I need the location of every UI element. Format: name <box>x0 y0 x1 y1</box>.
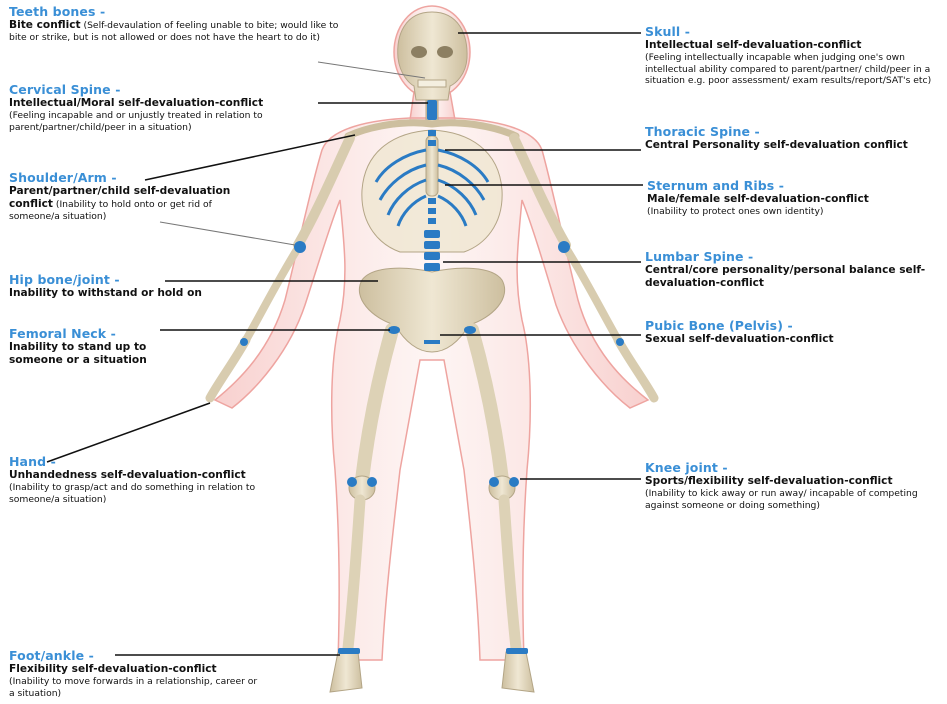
sternum-head: Male/female self-devaluation-conflict <box>647 193 937 206</box>
teeth-head: Bite conflict <box>9 19 81 31</box>
label-lumbar-spine: Lumbar Spine - Central/core personality/… <box>645 249 945 290</box>
femoral-title: Femoral Neck - <box>9 326 184 341</box>
cervical-title: Cervical Spine - <box>9 82 324 97</box>
sternum-desc: (Inability to protect ones own identity) <box>647 206 937 218</box>
label-thoracic-spine: Thoracic Spine - Central Personality sel… <box>645 124 915 152</box>
hip-title: Hip bone/joint - <box>9 272 249 287</box>
shoulder-title: Shoulder/Arm - <box>9 170 259 185</box>
femoral-head: Inability to stand up to someone or a si… <box>9 341 184 367</box>
pubic-highlight <box>424 340 440 344</box>
thoracic-head: Central Personality self-devaluation con… <box>645 139 915 152</box>
teeth-title: Teeth bones - <box>9 4 349 19</box>
label-knee-joint: Knee joint - Sports/flexibility self-dev… <box>645 460 935 511</box>
foot-desc: (Inability to move forwards in a relatio… <box>9 676 264 699</box>
knee-desc: (Inability to kick away or run away/ inc… <box>645 488 935 511</box>
pubic-head: Sexual self-devaluation-conflict <box>645 333 925 346</box>
cervical-desc: (Feeling incapable and or unjustly treat… <box>9 110 324 133</box>
skull-desc: (Feeling intellectually incapable when j… <box>645 52 940 87</box>
ankle-highlight-right <box>506 648 528 654</box>
label-femoral-neck: Femoral Neck - Inability to stand up to … <box>9 326 184 367</box>
label-hand: Hand - Unhandedness self-devaluation-con… <box>9 454 259 505</box>
teeth-text: Bite conflict (Self-devaulation of feeli… <box>9 19 349 44</box>
thoracic-title: Thoracic Spine - <box>645 124 915 139</box>
foot-title: Foot/ankle - <box>9 648 264 663</box>
cervical-head: Intellectual/Moral self-devaluation-conf… <box>9 97 324 110</box>
skull-head: Intellectual self-devaluation-conflict <box>645 39 940 52</box>
knee-highlight-right <box>489 477 499 487</box>
label-foot-ankle: Foot/ankle - Flexibility self-devaluatio… <box>9 648 264 699</box>
knee-title: Knee joint - <box>645 460 935 475</box>
shoulder-highlight <box>294 241 306 253</box>
hand-highlight <box>240 338 248 346</box>
hand-desc: (Inability to grasp/act and do something… <box>9 482 259 505</box>
knee-highlight-left <box>347 477 357 487</box>
skull-title: Skull - <box>645 24 940 39</box>
label-hip-bone: Hip bone/joint - Inability to withstand … <box>9 272 249 300</box>
label-shoulder-arm: Shoulder/Arm - Parent/partner/child self… <box>9 170 259 223</box>
sternum-title: Sternum and Ribs - <box>647 178 937 193</box>
label-skull: Skull - Intellectual self-devaluation-co… <box>645 24 940 87</box>
label-pubic-bone: Pubic Bone (Pelvis) - Sexual self-devalu… <box>645 318 925 346</box>
label-cervical-spine: Cervical Spine - Intellectual/Moral self… <box>9 82 324 133</box>
foot-head: Flexibility self-devaluation-conflict <box>9 663 264 676</box>
lumbar-head: Central/core personality/personal balanc… <box>645 264 945 290</box>
hand-head: Unhandedness self-devaluation-conflict <box>9 469 259 482</box>
pubic-title: Pubic Bone (Pelvis) - <box>645 318 925 333</box>
shoulder-text: Parent/partner/child self-devaluation co… <box>9 185 259 223</box>
ankle-highlight-left <box>338 648 360 654</box>
lumbar-title: Lumbar Spine - <box>645 249 945 264</box>
hand-title: Hand - <box>9 454 259 469</box>
teeth-bone <box>418 80 446 87</box>
label-teeth-bones: Teeth bones - Bite conflict (Self-devaul… <box>9 4 349 44</box>
label-sternum-ribs: Sternum and Ribs - Male/female self-deva… <box>647 178 937 218</box>
cervical-highlight <box>427 100 437 120</box>
hip-head: Inability to withstand or hold on <box>9 287 249 300</box>
shoulder-leader-2 <box>160 222 295 245</box>
knee-head: Sports/flexibility self-devaluation-conf… <box>645 475 935 488</box>
